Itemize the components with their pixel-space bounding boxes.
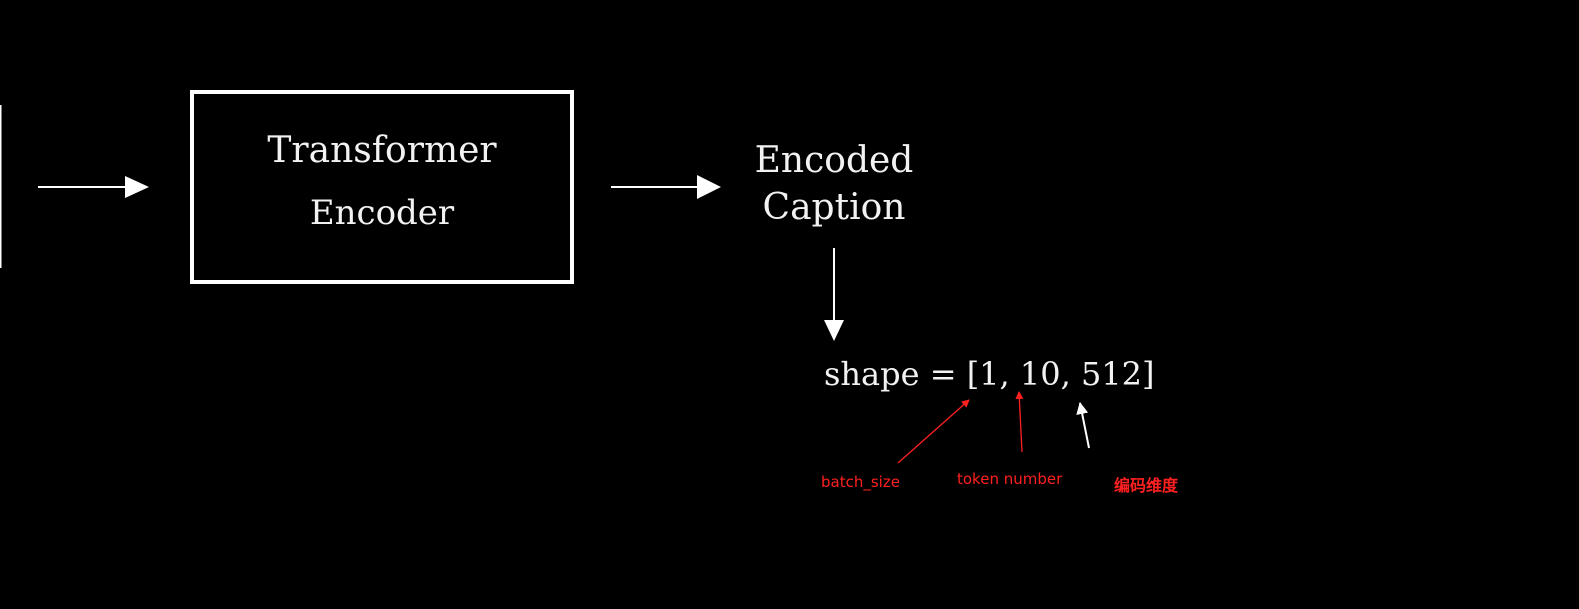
batch-size-label: batch_size xyxy=(821,473,900,492)
encoded-caption-line2: Caption xyxy=(763,187,906,228)
encoder-label-line2: Encoder xyxy=(310,193,455,233)
encoding-dim-label: 编码维度 xyxy=(1114,476,1179,495)
token-number-label: token number xyxy=(957,470,1063,488)
shape-formula: shape = [1, 10, 512] xyxy=(824,355,1155,393)
down-arrow xyxy=(824,248,844,341)
batch-size-pointer xyxy=(897,399,970,464)
encoder-label-line1: Transformer xyxy=(267,130,497,171)
output-arrow xyxy=(611,175,721,199)
transformer-encoder-box xyxy=(190,90,574,284)
encoding-dim-pointer xyxy=(1076,402,1090,449)
input-arrow xyxy=(38,176,149,198)
encoded-caption-line1: Encoded xyxy=(755,140,914,181)
token-number-pointer xyxy=(1015,391,1024,453)
